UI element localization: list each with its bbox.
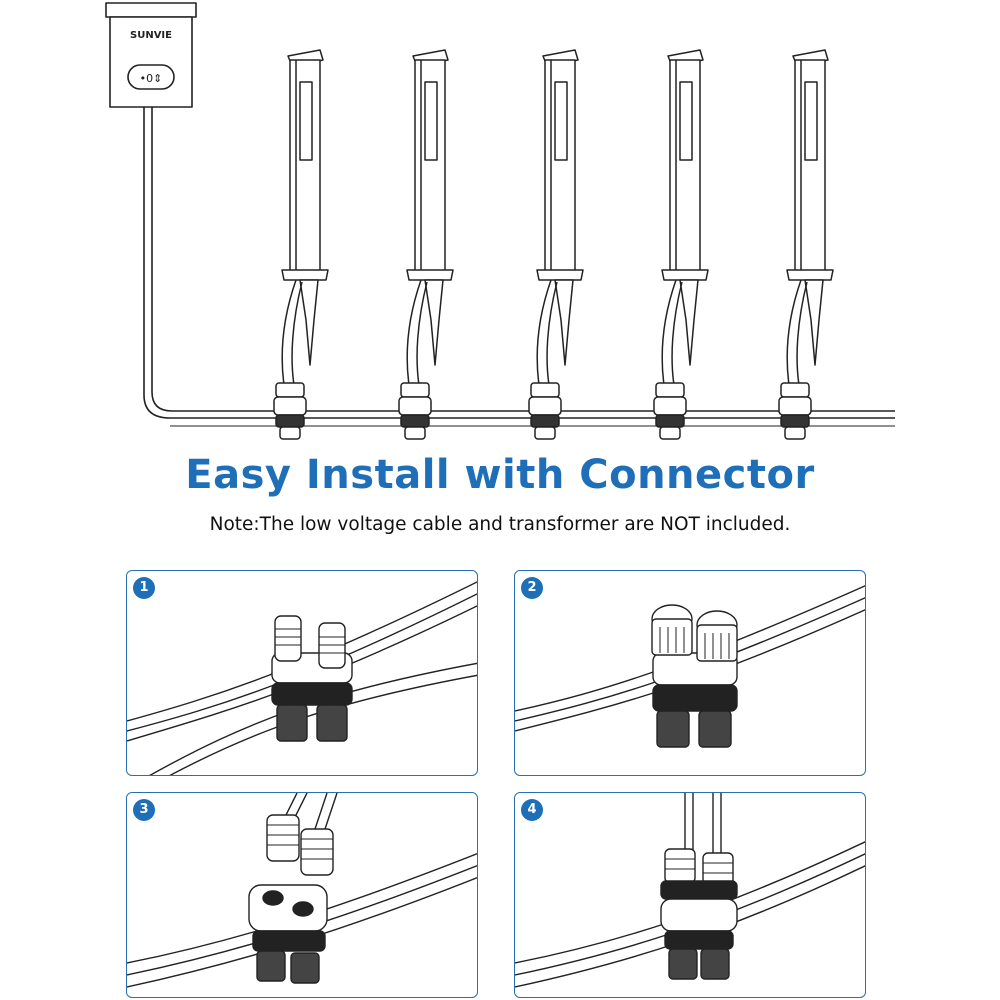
step-3-illustration xyxy=(127,793,477,988)
step-4-illustration xyxy=(515,793,865,988)
step-badge-2: 2 xyxy=(521,577,543,599)
transformer-brand: SUNVIE xyxy=(130,30,172,41)
transformer-dial xyxy=(127,64,175,90)
step-2-illustration xyxy=(515,585,865,748)
step-panel-1: 1 xyxy=(126,570,478,776)
note-text: Note:The low voltage cable and transform… xyxy=(209,514,791,535)
step-1-illustration xyxy=(127,581,477,775)
step-panel-2: 2 xyxy=(514,570,866,776)
lighting-setup-illustration: SUNVIE •0⇕ xyxy=(105,2,895,440)
path-light-1 xyxy=(273,49,329,440)
step-badge-1: 1 xyxy=(133,577,155,599)
step-badge-3: 3 xyxy=(133,799,155,821)
path-light-3 xyxy=(528,49,584,440)
step-panel-4: 4 xyxy=(514,792,866,998)
path-light-5 xyxy=(778,49,834,440)
step-badge-4: 4 xyxy=(521,799,543,821)
page-title: Easy Install with Connector xyxy=(185,452,815,498)
path-light-4 xyxy=(653,49,709,440)
step-panel-3: 3 xyxy=(126,792,478,998)
low-voltage-cable xyxy=(143,107,895,427)
transformer: SUNVIE •0⇕ xyxy=(105,2,197,108)
transformer-dial-glyph: •0⇕ xyxy=(140,72,163,85)
path-light-2 xyxy=(398,49,454,440)
